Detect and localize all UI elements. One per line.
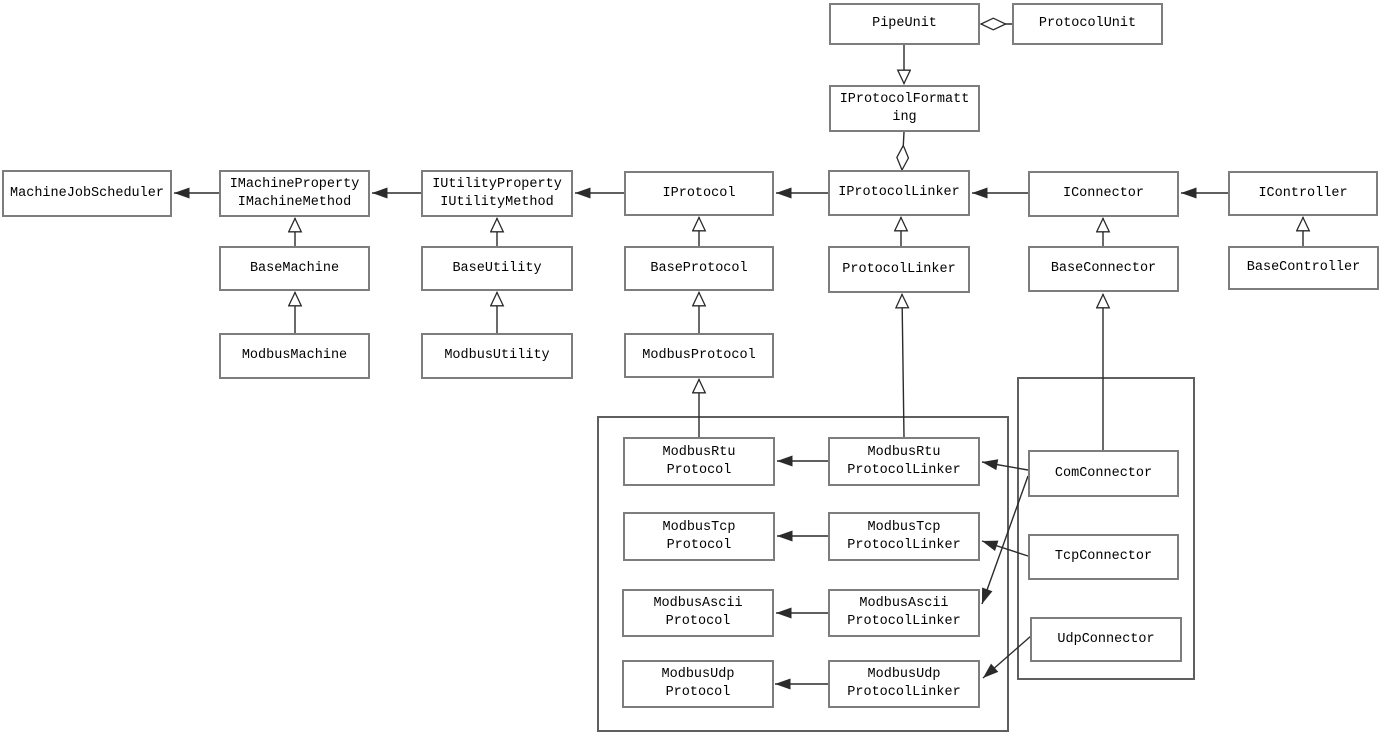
class-label: IProtocolFormatting (839, 91, 970, 125)
class-label: UdpConnector (1057, 631, 1155, 647)
class-label: BaseMachine (249, 260, 340, 276)
class-box-imachineproperty-imachinemethod: IMachineProperty IMachineMethod (219, 170, 370, 217)
class-label: ModbusTcp ProtocolLinker (847, 519, 961, 553)
class-label: ModbusRtu Protocol (662, 444, 736, 478)
class-box-modbusrtuprotocollinker: ModbusRtu ProtocolLinker (828, 437, 980, 486)
class-box-modbusmachine: ModbusMachine (219, 333, 370, 379)
class-box-modbusasciiprotocollinker: ModbusAscii ProtocolLinker (828, 589, 980, 637)
class-box-icontroller: IController (1228, 171, 1378, 216)
class-box-baseprotocol: BaseProtocol (624, 246, 774, 291)
class-box-baseconnector: BaseConnector (1028, 246, 1179, 292)
class-label: ModbusUtility (444, 348, 550, 364)
class-label: BaseProtocol (650, 260, 748, 276)
class-box-baseutility: BaseUtility (421, 246, 573, 291)
modbus-protocols-group-frame (597, 416, 1009, 732)
class-box-iutilityproperty-iutilitymethod: IUtilityProperty IUtilityMethod (421, 170, 573, 217)
class-label: BaseController (1246, 260, 1361, 276)
class-label: PipeUnit (872, 16, 937, 32)
class-box-protocolunit: ProtocolUnit (1012, 3, 1163, 45)
class-label: IUtilityProperty IUtilityMethod (432, 176, 562, 210)
class-label: ProtocolLinker (842, 261, 956, 277)
edge-comconnector-modbusrtuprotocollinker-association (981, 459, 1029, 471)
class-label: ComConnector (1054, 465, 1153, 481)
class-label: IProtocol (662, 185, 736, 201)
class-box-basecontroller: BaseController (1228, 246, 1379, 290)
edge-modbusrtuprotocollinker-protocollinker-generalization (902, 294, 904, 438)
edge-comconnector-modbusasciiprotocollinker-association (981, 475, 1029, 605)
class-box-iprotocollinker: IProtocolLinker (828, 170, 970, 216)
class-box-udpconnector: UdpConnector (1030, 617, 1182, 662)
class-label: TcpConnector (1054, 549, 1153, 565)
class-label: ModbusProtocol (642, 347, 756, 363)
class-box-iprotocolformatting: IProtocolFormatting (829, 85, 980, 132)
class-label: ModbusTcp Protocol (662, 519, 736, 553)
class-box-modbusudpprotocollinker: ModbusUdp ProtocolLinker (828, 660, 980, 708)
class-label: ModbusUdp ProtocolLinker (847, 667, 961, 700)
class-label: ModbusUdp Protocol (661, 667, 735, 700)
class-box-comconnector: ComConnector (1028, 450, 1179, 497)
class-box-modbustcpprotocol: ModbusTcp Protocol (623, 512, 775, 561)
class-box-machinejobscheduler: MachineJobScheduler (2, 170, 172, 217)
class-box-modbusasciiprotocol: ModbusAscii Protocol (622, 589, 774, 637)
connectors-group-frame (1017, 377, 1195, 680)
class-label: ModbusAscii ProtocolLinker (847, 596, 961, 629)
class-box-modbusudpprotocol: ModbusUdp Protocol (622, 660, 774, 708)
edge-udpconnector-modbusudpprotocollinker-association (982, 635, 1032, 679)
class-label: IMachineProperty IMachineMethod (229, 176, 360, 210)
class-box-pipeunit: PipeUnit (829, 3, 980, 45)
class-box-basemachine: BaseMachine (219, 246, 370, 291)
class-label: ModbusRtu ProtocolLinker (847, 444, 961, 478)
class-label: ModbusAscii Protocol (653, 596, 743, 629)
edge-iprotocolformatting-iprotocollinker-aggregation (902, 131, 904, 170)
class-box-modbustcpprotocollinker: ModbusTcp ProtocolLinker (828, 512, 980, 561)
class-label: ProtocolUnit (1038, 16, 1137, 32)
class-label: ModbusMachine (241, 348, 348, 364)
class-box-tcpconnector: TcpConnector (1028, 534, 1179, 580)
class-label: IConnector (1062, 186, 1144, 202)
class-label: IController (1258, 185, 1348, 201)
class-box-modbusprotocol: ModbusProtocol (624, 333, 774, 378)
class-box-modbusrtuprotocol: ModbusRtu Protocol (623, 437, 775, 486)
class-label: IProtocolLinker (838, 185, 960, 201)
edge-tcpconnector-modbustcpprotocollinker-association (981, 540, 1029, 557)
class-label: MachineJobScheduler (10, 185, 164, 201)
class-box-iconnector: IConnector (1028, 171, 1179, 217)
class-box-iprotocol: IProtocol (624, 171, 774, 216)
class-box-protocollinker: ProtocolLinker (828, 246, 970, 293)
class-label: BaseUtility (452, 260, 542, 276)
class-label: BaseConnector (1050, 261, 1157, 277)
class-box-modbusutility: ModbusUtility (421, 333, 573, 379)
